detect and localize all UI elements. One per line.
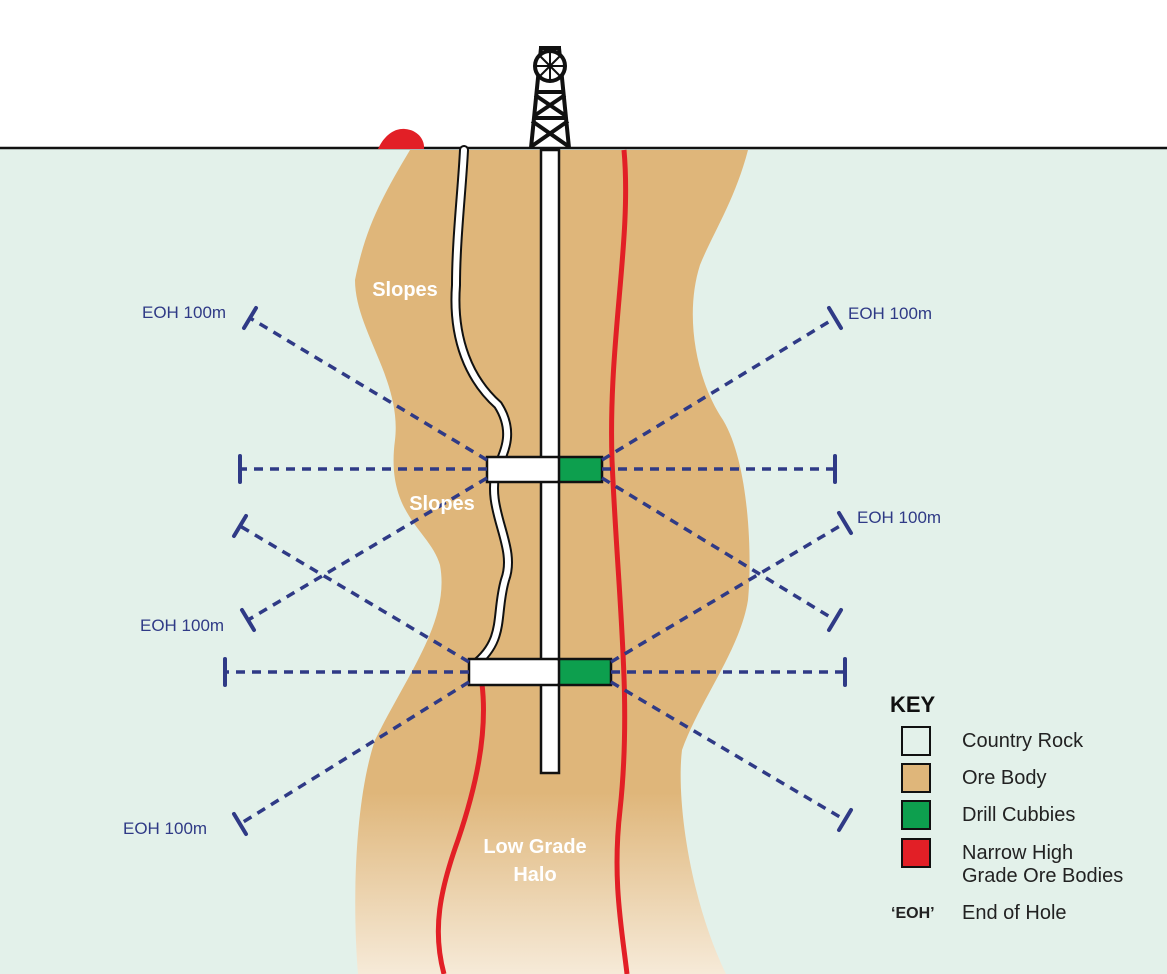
decline-drive-fill [452, 147, 512, 668]
shaft-cover-upper [542, 459, 558, 480]
legend-swatch-country-rock [901, 726, 931, 756]
legend-abbr-eoh: ‘EOH’ [891, 905, 935, 922]
legend-label-country-rock: Country Rock [962, 730, 1084, 752]
drill-hole-lower-right-up [610, 521, 846, 664]
eoh-label-lower-left: EOH 100m [123, 819, 207, 838]
label-slopes-lower: Slopes [409, 493, 475, 515]
eoh-caps [223, 306, 853, 836]
high-grade-vein-left [435, 683, 486, 974]
drill-hole-upper-right-down [601, 476, 836, 622]
legend-label-drill-cubbies: Drill Cubbies [962, 804, 1075, 826]
drill-hole-lower-right-down [610, 680, 846, 822]
label-halo-line2: Halo [513, 864, 556, 886]
eoh-label-upper-right: EOH 100m [848, 304, 932, 323]
legend-swatch-drill-cubbies [901, 800, 931, 830]
eoh-label-upper-left: EOH 100m [142, 303, 226, 322]
drill-hole-lower-left-down [239, 680, 470, 826]
high-grade-vein-right [609, 149, 630, 974]
eoh-label-middle-left: EOH 100m [140, 616, 224, 635]
drill-cubby-lower [557, 657, 613, 687]
eoh-label-middle-right: EOH 100m [857, 508, 941, 527]
label-slopes-upper: Slopes [372, 279, 438, 301]
drill-hole-upper-right-up [601, 316, 836, 462]
drill-hole-upper-left-down [247, 476, 488, 622]
legend-swatch-high-grade [901, 838, 931, 868]
legend-label-high-grade-line1: Narrow High [962, 842, 1073, 864]
surface-outcrop [378, 128, 425, 149]
drill-holes [225, 316, 846, 826]
legend-swatch-ore-body [901, 763, 931, 793]
drill-cubby-upper [557, 455, 604, 484]
shaft-cover-lower [542, 661, 558, 683]
legend-label-ore-body: Ore Body [962, 767, 1046, 789]
legend-abbr-meaning: End of Hole [962, 902, 1067, 924]
drill-hole-upper-left-up [249, 316, 488, 462]
legend: KEY Country Rock Ore Body Drill Cubbies … [890, 692, 1123, 924]
drill-hole-lower-left-up [239, 524, 470, 664]
label-halo-line1: Low Grade [483, 836, 586, 858]
legend-label-high-grade-line2: Grade Ore Bodies [962, 865, 1123, 887]
headframe-icon [529, 46, 571, 149]
legend-title: KEY [890, 692, 936, 717]
